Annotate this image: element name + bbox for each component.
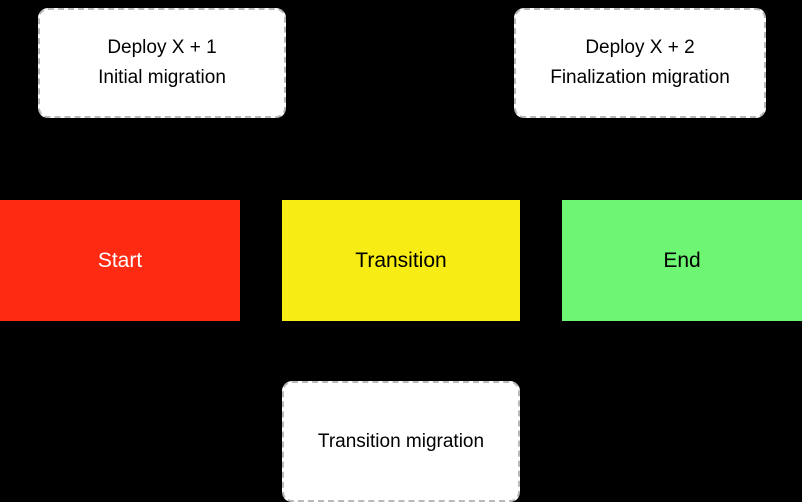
note-deploy-x2-subtitle: Finalization migration (550, 67, 730, 88)
note-transition-migration: Transition migration (282, 381, 520, 502)
stage-end-node: End (562, 200, 802, 321)
note-deploy-x1-title: Deploy X + 1 (107, 37, 217, 59)
stage-start-node: Start (0, 200, 240, 321)
stage-end-label: End (663, 248, 701, 272)
note-deploy-x2: Deploy X + 2 Finalization migration (514, 8, 766, 118)
stage-transition-label: Transition (355, 248, 447, 272)
note-deploy-x1: Deploy X + 1 Initial migration (38, 8, 286, 118)
note-transition-migration-label: Transition migration (317, 430, 485, 452)
stage-start-label: Start (97, 248, 143, 272)
note-deploy-x1-subtitle: Initial migration (98, 67, 226, 88)
stage-transition-node: Transition (282, 200, 520, 321)
note-deploy-x2-title: Deploy X + 2 (585, 37, 695, 59)
